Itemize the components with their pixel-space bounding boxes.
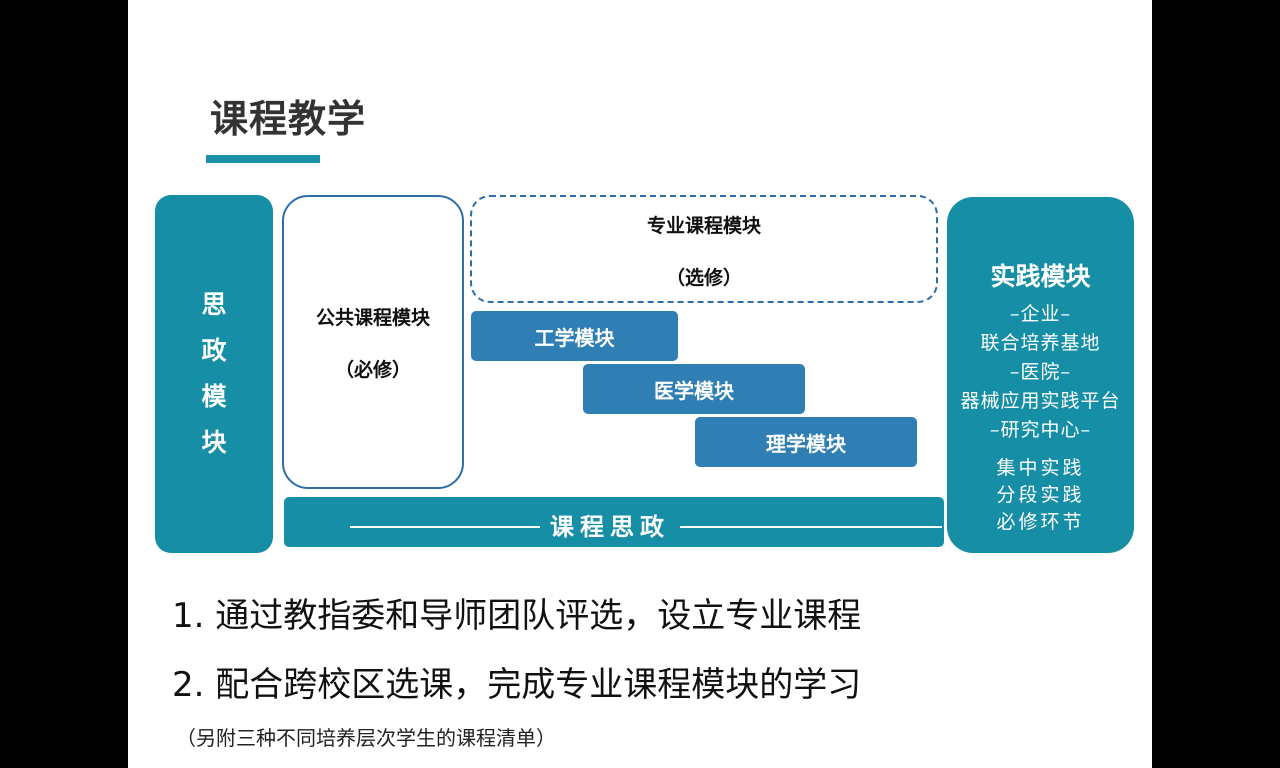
- public-course-module: 公共课程模块 （必修）: [282, 195, 464, 489]
- course-ideology-label: 课程思政: [550, 512, 670, 541]
- science-module: 理学模块: [695, 417, 917, 467]
- practice-line: 联合培养基地: [980, 332, 1101, 354]
- medicine-module: 医学模块: [583, 364, 805, 414]
- divider-line: [350, 526, 540, 528]
- sizheng-char: 模: [201, 382, 227, 411]
- practice-line: –研究中心–: [989, 419, 1091, 441]
- practice-line: –医院–: [1009, 361, 1071, 383]
- course-ideology-bar: 课程思政: [284, 497, 944, 547]
- practice-module: 实践模块 –企业– 联合培养基地 –医院– 器械应用实践平台 –研究中心– 集中…: [947, 197, 1134, 553]
- bullet-point-2: 2. 配合跨校区选课，完成专业课程模块的学习: [172, 665, 862, 705]
- sizheng-char: 块: [201, 428, 227, 457]
- divider-line: [680, 526, 942, 528]
- footnote: （另附三种不同培养层次学生的课程清单）: [176, 726, 556, 750]
- sizheng-char: 思: [201, 290, 227, 319]
- practice-line: 分段实践: [996, 484, 1085, 506]
- practice-module-title: 实践模块: [990, 262, 1091, 291]
- engineering-module: 工学模块: [471, 311, 678, 361]
- sizheng-module: 思 政 模 块: [155, 195, 273, 553]
- sizheng-char: 政: [201, 336, 227, 365]
- practice-line: –企业–: [1009, 303, 1071, 325]
- practice-line: 必修环节: [996, 511, 1085, 533]
- special-module-requirement: （选修）: [665, 267, 742, 289]
- practice-line: 器械应用实践平台: [960, 390, 1121, 412]
- special-module-name: 专业课程模块: [646, 215, 761, 237]
- public-module-requirement: （必修）: [334, 359, 411, 381]
- special-course-module: 专业课程模块 （选修）: [470, 195, 938, 303]
- slide: 课程教学 思 政 模 块 公共课程模块 （必修） 专业课程模块 （选修） 工学模…: [128, 0, 1152, 768]
- public-module-name: 公共课程模块: [315, 307, 430, 329]
- practice-line: 集中实践: [996, 457, 1085, 479]
- bullet-point-1: 1. 通过教指委和导师团队评选，设立专业课程: [172, 596, 862, 636]
- slide-title: 课程教学: [210, 97, 367, 141]
- title-underline: [206, 155, 320, 163]
